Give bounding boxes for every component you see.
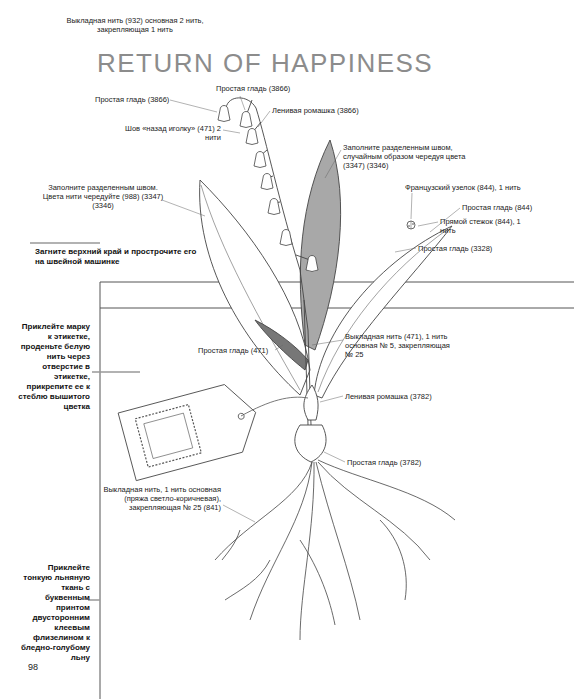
roots: [215, 460, 455, 640]
callout-label: Простая гладь (3866): [216, 84, 296, 93]
callout-label: Французский узелок (844), 1 нить: [405, 183, 535, 192]
page-title: RETURN OF HAPPINESS: [97, 48, 433, 79]
tag-thread: [241, 397, 308, 416]
page-number: 98: [28, 662, 58, 673]
callout-label: Ленивая ромашка (3782): [345, 392, 445, 401]
instruction-note: Загните верхний край и прострочите его н…: [35, 247, 200, 267]
callout-label: Простая гладь (3782): [347, 458, 437, 467]
callout-label: Заполните разделенным швом, случайным об…: [343, 143, 478, 170]
callout-label: Простая гладь (471): [198, 346, 276, 355]
callout-label: Шов «назад иголку» (471) 2 нити: [120, 124, 221, 142]
callout-label: Простая гладь (3866): [95, 95, 175, 104]
callout-label: Прямой стежок (844), 1 нить: [440, 217, 522, 235]
tag: [118, 379, 265, 481]
callout-label: Выкладная нить, 1 нить основная (пряжа с…: [80, 485, 221, 512]
instruction-note: Приклейте марку к этикетке, проденьте бе…: [18, 322, 90, 412]
callout-label: Простая гладь (3328): [418, 244, 508, 253]
callout-label: Заполните разделенным швом. Цвета нити ч…: [42, 183, 164, 210]
callout-label: Выкладная нить (932) основная 2 нить, за…: [60, 16, 210, 34]
ladybug: [407, 221, 415, 229]
bells: [218, 106, 318, 272]
instruction-note: Приклейте тонкую льняную ткань с буквенн…: [18, 563, 90, 663]
callout-label: Ленивая ромашка (3866): [272, 106, 367, 115]
leaves: [200, 140, 452, 398]
callout-label: Простая гладь (844): [462, 203, 552, 212]
callout-label: Выкладная нить (471), 1 нить основная № …: [345, 332, 450, 359]
